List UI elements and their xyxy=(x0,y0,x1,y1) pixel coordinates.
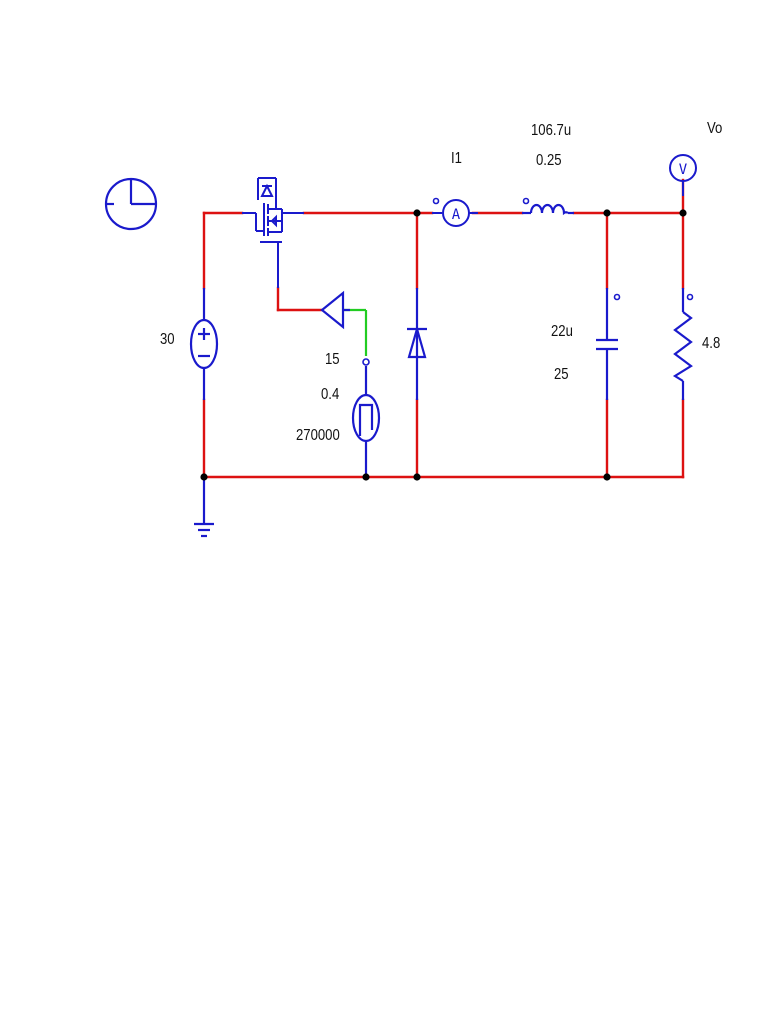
mosfet-icon xyxy=(242,177,304,288)
inductance-label: 106.7u xyxy=(531,122,572,139)
load-resistance-label: 4.8 xyxy=(702,335,721,352)
dc-voltage-source xyxy=(189,288,219,400)
control-wire xyxy=(343,308,368,356)
gate-duty-label: 0.4 xyxy=(321,386,340,403)
inductor-current-label: 0.25 xyxy=(536,152,562,169)
gate-amplitude-label: 15 xyxy=(325,351,340,368)
freewheel-diode xyxy=(407,288,427,400)
pulse-source xyxy=(351,358,381,477)
ground-icon xyxy=(194,477,214,538)
gate-driver xyxy=(320,290,350,330)
current-probe-label: I1 xyxy=(451,150,462,167)
capacitance-label: 22u xyxy=(551,323,573,340)
inductor xyxy=(522,197,574,216)
capacitor-voltage-label: 25 xyxy=(554,366,569,383)
voltmeter-symbol: V xyxy=(679,162,688,178)
junction-nodes xyxy=(200,209,687,481)
clock-icon xyxy=(104,177,158,231)
ammeter xyxy=(432,197,478,227)
load-resistor xyxy=(672,288,694,400)
voltmeter xyxy=(669,154,697,196)
gate-frequency-label: 270000 xyxy=(296,427,340,444)
capacitor xyxy=(596,288,621,400)
voltage-probe-label: Vo xyxy=(707,120,723,137)
ammeter-symbol: A xyxy=(452,207,461,223)
source-voltage-label: 30 xyxy=(160,331,175,348)
